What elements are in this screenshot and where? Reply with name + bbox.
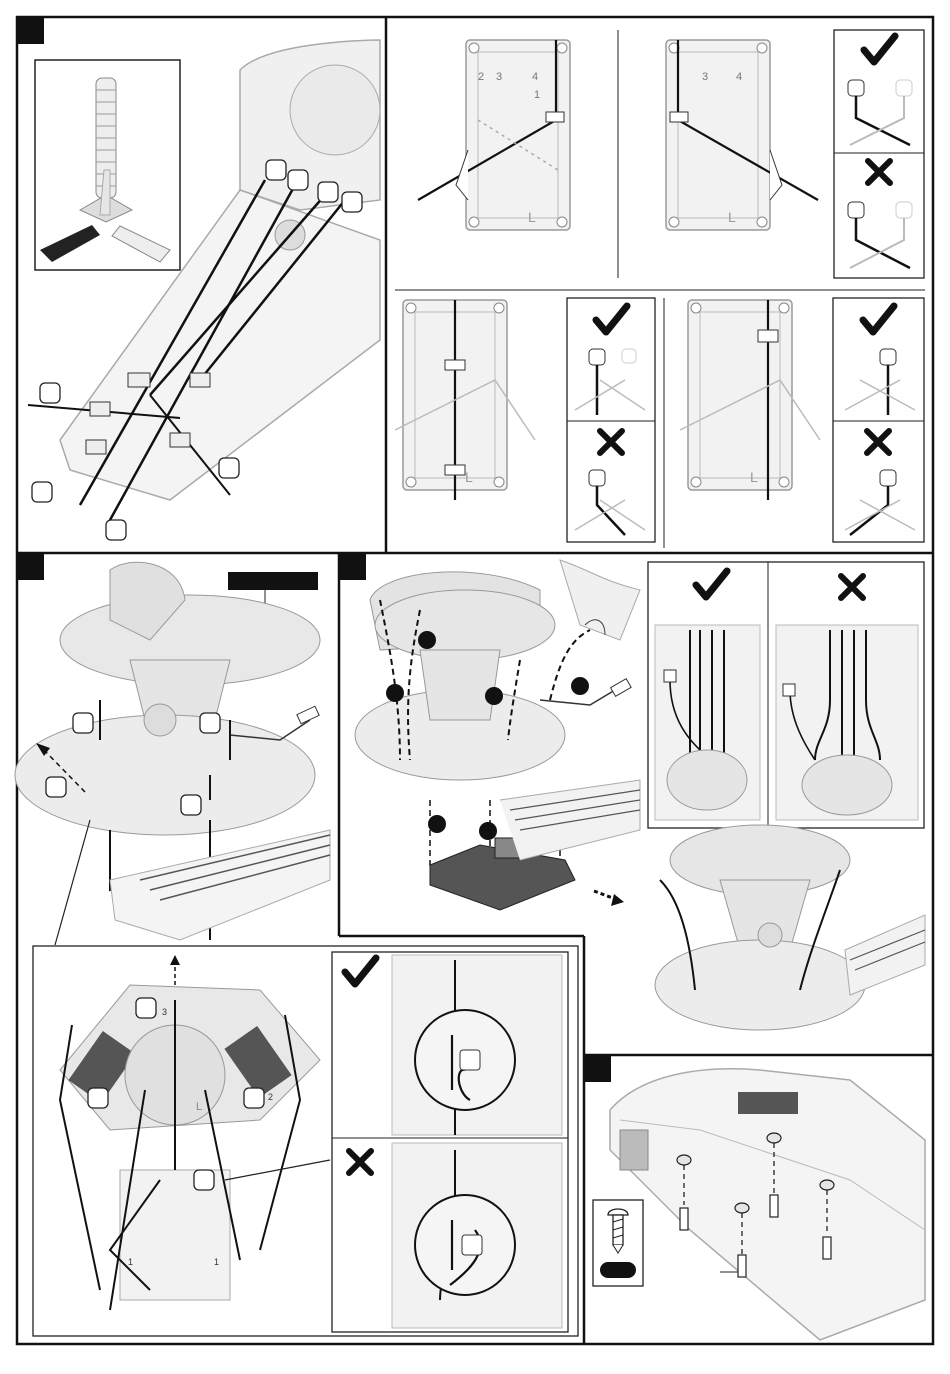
label-bar [228, 572, 318, 590]
guide-diagram: 2 3 4 1 L [418, 40, 570, 230]
step-badge [339, 553, 366, 580]
side-letter: L [528, 209, 536, 225]
guide-diagram: L [680, 300, 820, 500]
guide-label: 2 [478, 71, 484, 83]
guide-label: 3 [702, 71, 708, 83]
bottom-detail-box: 3 2 1 1 L [33, 946, 578, 1336]
assembled-part [655, 825, 925, 1030]
side-letter: L [728, 209, 736, 225]
top-left-panel [28, 40, 380, 540]
step-badge [17, 17, 44, 44]
bottom-right-panel [593, 1069, 925, 1340]
side-letter: L [750, 469, 758, 485]
guide-label: 4 [736, 71, 742, 83]
middle-left-panel [15, 562, 330, 945]
guide-label: 1 [534, 89, 540, 101]
middle-right-panel [355, 560, 640, 910]
side-letter: L [465, 469, 473, 485]
side-letter: L [196, 1101, 202, 1113]
guide-label: 4 [532, 71, 538, 83]
part-number: 3 [162, 1007, 167, 1017]
guide-diagram: 3 4 L [666, 40, 818, 230]
guide-diagram: L [395, 300, 535, 500]
compare-box [648, 562, 924, 828]
quantity-badge [600, 1262, 636, 1278]
part-number: 1 [214, 1257, 219, 1267]
callout-dot [479, 822, 497, 840]
step-badge [584, 1055, 611, 1082]
callout-dot [418, 631, 436, 649]
callout-dot [485, 687, 503, 705]
step-badge [17, 553, 44, 580]
callout-dot [571, 677, 589, 695]
part-number: 2 [268, 1092, 273, 1102]
part-number: 1 [128, 1257, 133, 1267]
top-right-panel: 2 3 4 1 L 3 4 L [395, 30, 925, 548]
guide-label: 3 [496, 71, 502, 83]
